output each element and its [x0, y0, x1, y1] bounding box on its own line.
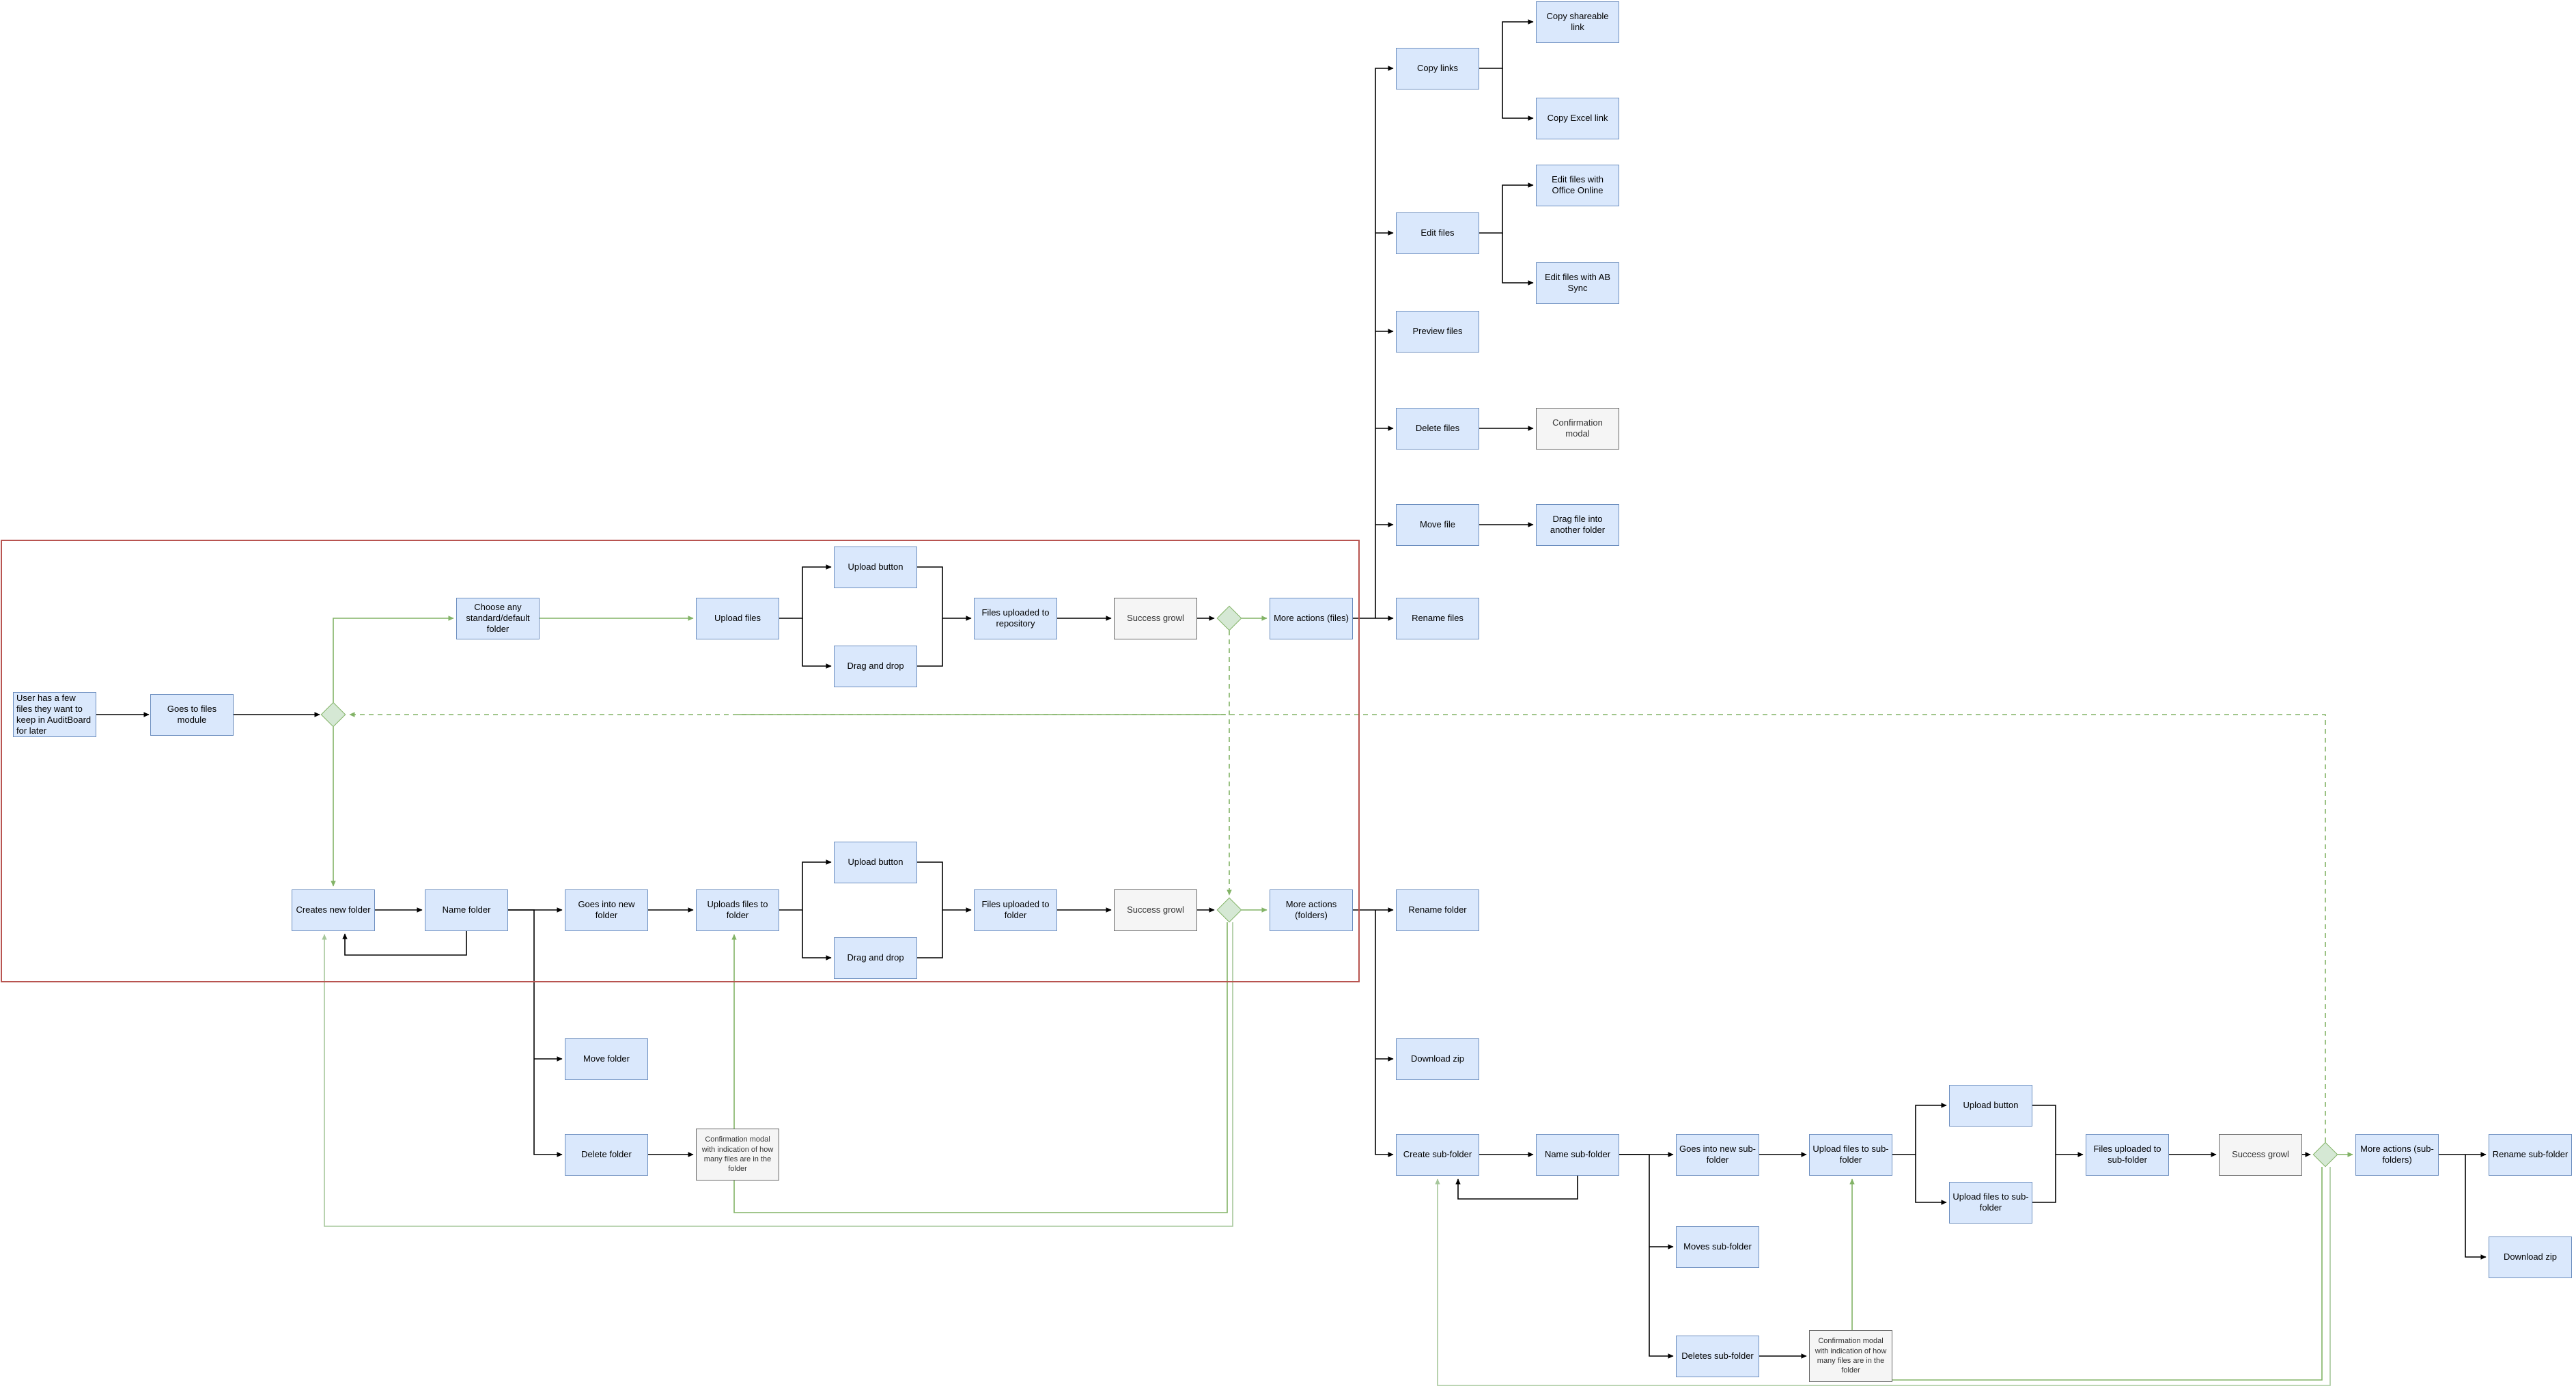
success-growl-2[interactable]: Success growl: [1114, 889, 1197, 931]
choose-standard-folder[interactable]: Choose any standard/default folder: [456, 597, 540, 639]
rename-folder[interactable]: Rename folder: [1396, 889, 1479, 931]
drag-file-into-another-folder[interactable]: Drag file into another folder: [1536, 503, 1619, 546]
confirmation-modal[interactable]: Confirmation modal: [1536, 407, 1619, 450]
edge-47: [1455, 1176, 1578, 1200]
drag-and-drop-1[interactable]: Drag and drop: [834, 645, 917, 687]
success-growl-1[interactable]: Success growl: [1114, 597, 1197, 639]
upload-button-2[interactable]: Upload button: [834, 841, 917, 883]
copy-shareable-link[interactable]: Copy shareable link: [1536, 1, 1619, 43]
edit-files[interactable]: Edit files: [1396, 212, 1479, 254]
edge-55: [2032, 1155, 2056, 1203]
copy-excel-link[interactable]: Copy Excel link: [1536, 97, 1619, 139]
edge-19: [1502, 68, 1534, 121]
files-uploaded-folder[interactable]: Files uploaded to folder: [974, 889, 1057, 931]
files-uploaded-sub-folder[interactable]: Files uploaded to sub-folder: [2086, 1133, 2169, 1176]
copy-links[interactable]: Copy links: [1396, 47, 1479, 89]
edge-54: [2032, 1105, 2084, 1157]
goes-into-new-sub-folder[interactable]: Goes into new sub-folder: [1676, 1133, 1759, 1176]
preview-files[interactable]: Preview files: [1396, 310, 1479, 353]
success-growl-3[interactable]: Success growl: [2219, 1133, 2302, 1176]
goes-into-new-folder[interactable]: Goes into new folder: [565, 889, 648, 931]
edit-files-office-online[interactable]: Edit files with Office Online: [1536, 164, 1619, 206]
move-file[interactable]: Move file: [1396, 503, 1479, 546]
edge-52: [1892, 1103, 1947, 1155]
edge-62: [1849, 1167, 2323, 1381]
upload-files-to-sub-folder-2[interactable]: Upload files to sub-folder: [1949, 1181, 2032, 1224]
files-scope-region: [1, 540, 1360, 982]
drag-and-drop-2[interactable]: Drag and drop: [834, 937, 917, 979]
more-actions-folders[interactable]: More actions (folders): [1270, 889, 1353, 931]
goes-to-files-module[interactable]: Goes to files module: [150, 693, 234, 736]
deletes-sub-folder[interactable]: Deletes sub-folder: [1676, 1335, 1759, 1377]
more-actions-sub-folders[interactable]: More actions (sub-folders): [2355, 1133, 2439, 1176]
edge-41: [1375, 910, 1394, 1157]
user-start[interactable]: User has a few files they want to keep i…: [13, 692, 96, 737]
upload-files-to-sub-folder[interactable]: Upload files to sub-folder: [1809, 1133, 1892, 1176]
edge-18: [1479, 19, 1534, 69]
name-folder[interactable]: Name folder: [425, 889, 508, 931]
confirmation-modal-sub-folder[interactable]: Confirmation modal with indication of ho…: [1809, 1330, 1892, 1382]
moves-sub-folder[interactable]: Moves sub-folder: [1676, 1226, 1759, 1268]
creates-new-folder[interactable]: Creates new folder: [292, 889, 375, 931]
move-folder[interactable]: Move folder: [565, 1038, 648, 1080]
upload-button-1[interactable]: Upload button: [834, 546, 917, 588]
create-sub-folder[interactable]: Create sub-folder: [1396, 1133, 1479, 1176]
delete-files[interactable]: Delete files: [1396, 407, 1479, 450]
edge-49: [1619, 1154, 1674, 1359]
edge-21: [1502, 233, 1534, 286]
upload-button-3[interactable]: Upload button: [1949, 1084, 2032, 1127]
decision-more-actions-sub-folders[interactable]: [2312, 1142, 2338, 1168]
delete-folder[interactable]: Delete folder: [565, 1133, 648, 1176]
edit-files-ab-sync[interactable]: Edit files with AB Sync: [1536, 262, 1619, 304]
rename-sub-folder[interactable]: Rename sub-folder: [2489, 1133, 2572, 1176]
confirmation-modal-folder[interactable]: Confirmation modal with indication of ho…: [696, 1129, 779, 1180]
name-sub-folder[interactable]: Name sub-folder: [1536, 1133, 1619, 1176]
download-zip-sub-folder[interactable]: Download zip: [2489, 1236, 2572, 1278]
edge-53: [1915, 1155, 1947, 1205]
more-actions-files[interactable]: More actions (files): [1270, 597, 1353, 639]
uploads-files-to-folder[interactable]: Uploads files to folder: [696, 889, 779, 931]
upload-files[interactable]: Upload files: [696, 597, 779, 639]
download-zip[interactable]: Download zip: [1396, 1038, 1479, 1080]
edge-13: [1375, 66, 1394, 618]
edge-60: [2465, 1155, 2487, 1260]
edge-20: [1479, 182, 1534, 234]
files-uploaded-repository[interactable]: Files uploaded to repository: [974, 597, 1057, 639]
rename-files[interactable]: Rename files: [1396, 597, 1479, 639]
